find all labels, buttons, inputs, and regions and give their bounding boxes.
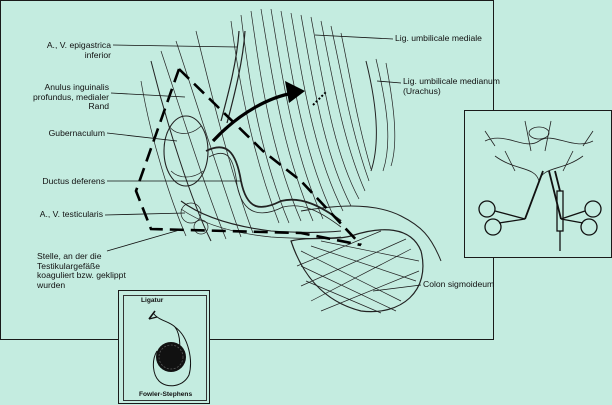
label-ductus-deferens: Ductus deferens — [42, 176, 105, 186]
label-gubernaculum: Gubernaculum — [48, 128, 105, 138]
label-lig-umbilicale-medianum: Lig. umbilicale medianum (Urachus) — [403, 76, 500, 96]
instruments-drawing — [478, 120, 602, 251]
anatomy-drawing — [104, 8, 442, 314]
fowler-drawing — [148, 310, 191, 387]
label-ligatur: Ligatur — [141, 297, 164, 304]
label-anulus: Anulus inguinalis profundus, medialer Ra… — [33, 82, 109, 112]
label-testicularis: A., V. testicularis — [39, 209, 103, 219]
label-epigastrica: A., V. epigastrica inferior — [46, 40, 111, 60]
label-fowler-stephens: Fowler-Stephens — [139, 391, 193, 398]
label-stelle: Stelle, an der die Testikulargefäße koag… — [37, 251, 126, 290]
inset-inner-frame — [123, 295, 207, 401]
inset-laparoscopic-instruments — [464, 110, 612, 258]
main-illustration-panel: A., V. epigastrica inferior Anulus ingui… — [0, 0, 500, 340]
label-colon-sigmoideum: Colon sigmoideum — [423, 279, 495, 289]
inset-fowler-stephens: Ligatur Fowler-Stephens — [118, 290, 210, 404]
label-lig-umbilicale-mediale: Lig. umbilicale mediale — [395, 33, 482, 43]
